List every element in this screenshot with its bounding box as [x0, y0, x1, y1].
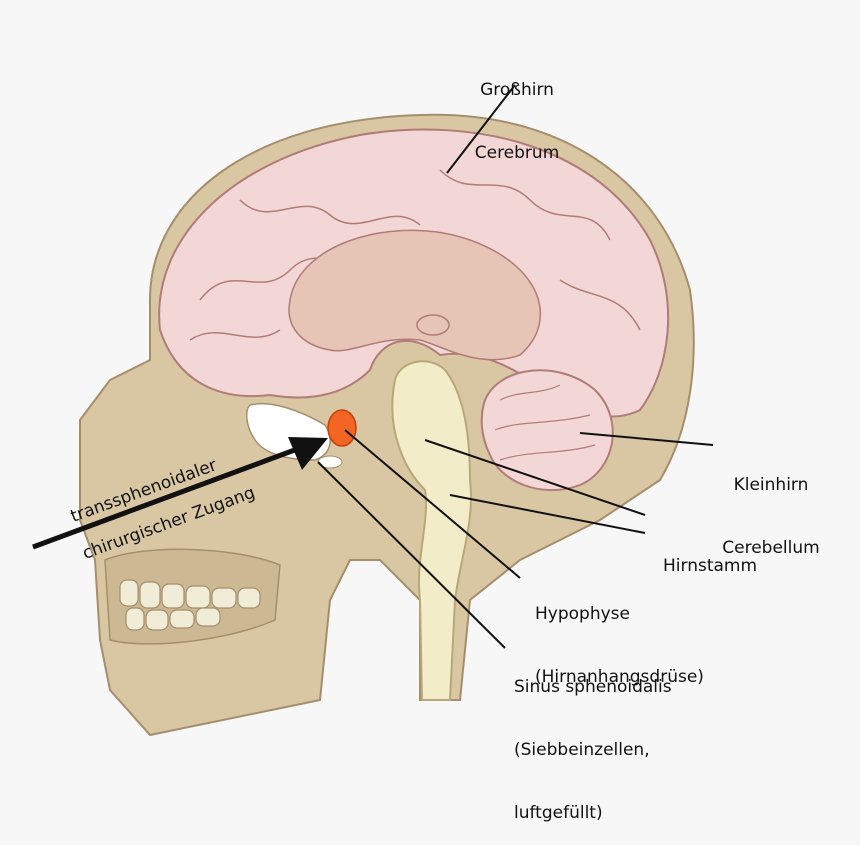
- label-sinus-line1: Sinus sphenoidalis: [514, 677, 672, 697]
- approach-arrow-shaft: [32, 445, 301, 550]
- thalamus: [416, 314, 450, 336]
- leader-brainstem-1: [424, 439, 646, 516]
- inner-brain: [288, 229, 542, 361]
- label-pituitary-line2: (Hirnanhangsdrüse): [535, 667, 704, 687]
- label-pituitary-line1: Hypophyse: [535, 604, 630, 624]
- brainstem: [391, 360, 472, 701]
- cerebellum: [480, 369, 614, 492]
- label-sinus: Sinus sphenoidalis (Siebbeinzellen, luft…: [514, 635, 672, 845]
- cerebellum-folia: [494, 384, 596, 461]
- label-cerebellum: Kleinhirn Cerebellum: [712, 433, 830, 580]
- pituitary-gland: [327, 409, 357, 447]
- label-cerebrum: Großhirn Cerebrum: [470, 38, 564, 185]
- head-illustration: [32, 84, 714, 737]
- label-cerebrum-line1: Großhirn: [480, 80, 554, 100]
- gyri: [189, 169, 641, 341]
- leader-cerebrum: [446, 84, 516, 174]
- label-brainstem: Hirnstamm: [663, 514, 757, 598]
- label-sinus-line3: luftgefüllt): [514, 803, 603, 823]
- label-sinus-line2: (Siebbeinzellen,: [514, 740, 650, 760]
- leader-pituitary: [344, 429, 521, 579]
- leader-cerebellum: [579, 432, 714, 446]
- label-cerebellum-line1: Kleinhirn: [733, 475, 809, 495]
- label-pituitary: Hypophyse (Hirnanhangsdrüse): [535, 562, 704, 709]
- label-cerebrum-line2: Cerebrum: [474, 143, 560, 163]
- label-cerebellum-line2: Cerebellum: [722, 538, 820, 558]
- teeth: [119, 579, 261, 631]
- approach-arrow-head: [288, 437, 328, 470]
- label-brainstem-line1: Hirnstamm: [663, 556, 758, 576]
- leader-lines: [317, 84, 714, 649]
- leader-sinus: [317, 461, 506, 649]
- leader-brainstem-2: [449, 494, 646, 534]
- diagram-canvas: Großhirn Cerebrum Kleinhirn Cerebellum H…: [32, 38, 830, 823]
